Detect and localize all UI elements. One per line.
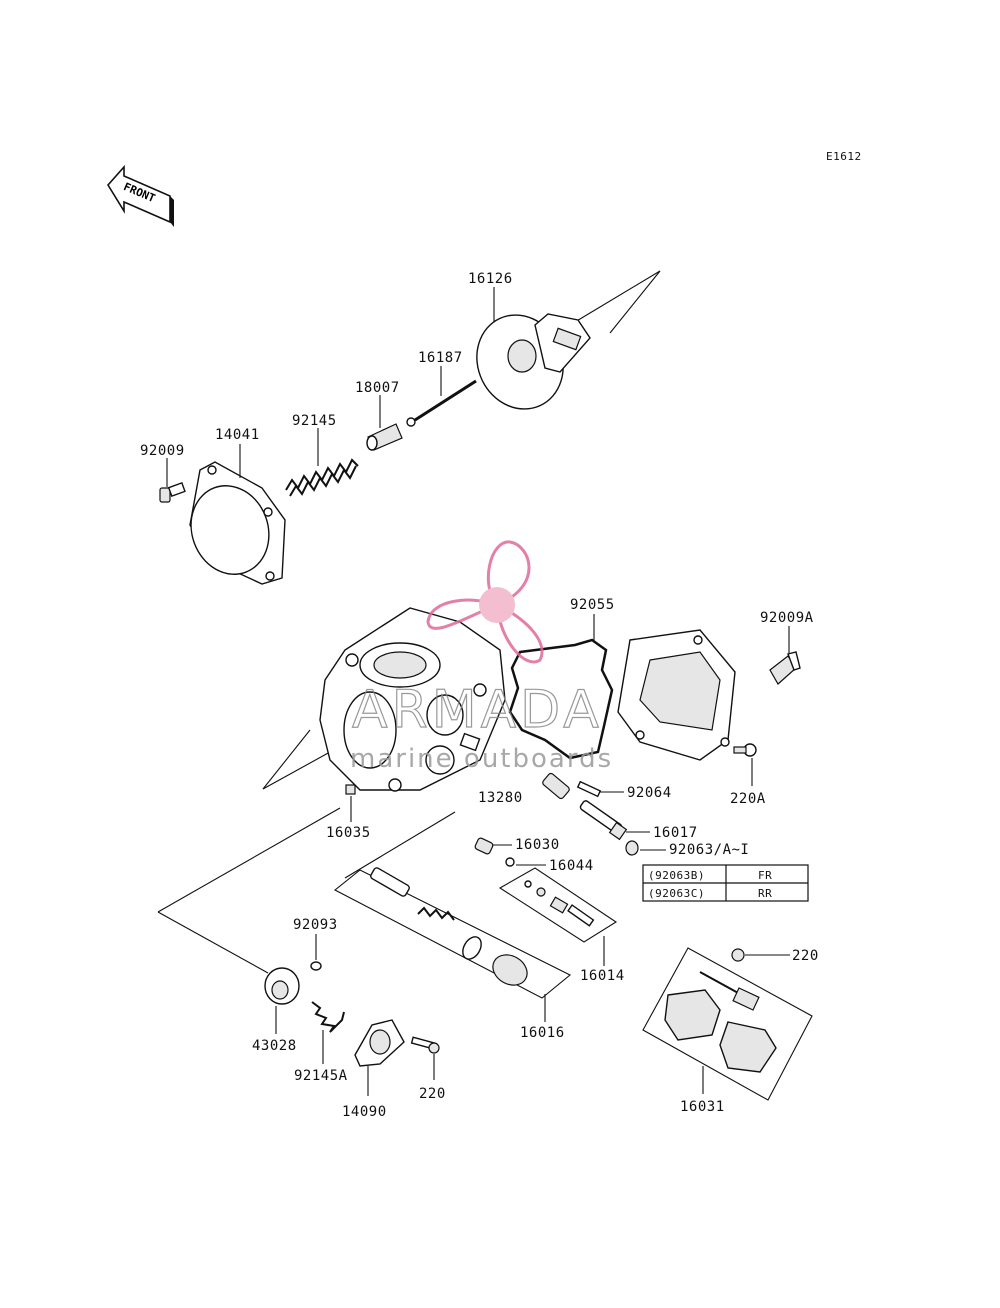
- kit-box-16014: [498, 867, 618, 943]
- part-label-14090: 14090: [342, 1104, 387, 1120]
- variant-table-part: (92063C): [648, 887, 705, 900]
- needle-holder-18007: [366, 423, 403, 451]
- part-label-16031: 16031: [680, 1099, 725, 1115]
- screw-92009A: [769, 651, 801, 685]
- spring-92145A: [311, 1001, 345, 1033]
- part-label-92063: 92063/A~I: [669, 842, 749, 858]
- screw-220A: [733, 743, 757, 757]
- part-label-14041: 14041: [215, 427, 260, 443]
- part-label-43028: 43028: [252, 1038, 297, 1054]
- kit-box-16031: [642, 947, 813, 1101]
- part-label-92093: 92093: [293, 917, 338, 933]
- part-label-16030: 16030: [515, 837, 560, 853]
- spring-92145: [285, 458, 359, 497]
- part-label-13280: 13280: [478, 790, 523, 806]
- part-label-16044: 16044: [549, 858, 594, 874]
- screw-220-bottom: [410, 1036, 440, 1054]
- part-92064: [542, 772, 602, 800]
- part-92063: [625, 840, 639, 856]
- diagram-code: E1612: [826, 150, 862, 163]
- part-label-220-bottom: 220: [419, 1086, 446, 1102]
- watermark-tagline: marine outboards: [350, 744, 613, 774]
- top-cover-14041: [189, 461, 286, 585]
- variant-table-position: RR: [758, 887, 772, 900]
- propeller-logo-icon: [426, 540, 544, 664]
- part-label-16016: 16016: [520, 1025, 565, 1041]
- part-label-16187: 16187: [418, 350, 463, 366]
- part-label-92064: 92064: [627, 785, 672, 801]
- part-label-92009: 92009: [140, 443, 185, 459]
- part-label-92009A: 92009A: [760, 610, 814, 626]
- axis-line: [262, 751, 331, 790]
- vacuum-piston-16126: [476, 313, 591, 410]
- axis-line: [157, 807, 341, 913]
- part-label-92145A: 92145A: [294, 1068, 348, 1084]
- watermark-brand: ARMADA: [352, 680, 603, 740]
- axis-line: [262, 729, 311, 790]
- part-label-92145: 92145: [292, 413, 337, 429]
- part-label-220-right: 220: [792, 948, 819, 964]
- gasket-92055: [508, 638, 614, 760]
- part-43028: [264, 967, 300, 1005]
- part-16035: [345, 784, 356, 795]
- part-label-18007: 18007: [355, 380, 400, 396]
- cover-14090: [354, 1019, 405, 1067]
- part-label-92055: 92055: [570, 597, 615, 613]
- part-label-16126: 16126: [468, 271, 513, 287]
- variant-table-part: (92063B): [648, 869, 705, 882]
- side-cover: [617, 629, 736, 761]
- part-16044: [505, 857, 515, 867]
- part-label-16017: 16017: [653, 825, 698, 841]
- carburetor-body-13280: [319, 607, 506, 792]
- part-16017: [579, 800, 628, 841]
- o-ring-92093: [310, 961, 322, 971]
- part-label-16014: 16014: [580, 968, 625, 984]
- axis-line: [157, 911, 269, 974]
- variant-table: (92063B) FR (92063C) RR: [642, 864, 809, 902]
- part-label-16035: 16035: [326, 825, 371, 841]
- part-label-220A: 220A: [730, 791, 766, 807]
- jet-needle-16187: [406, 379, 477, 427]
- axis-line: [609, 270, 661, 334]
- variant-table-position: FR: [758, 869, 772, 882]
- screw-92009: [159, 482, 186, 503]
- kit-box-16016: [333, 811, 572, 999]
- watermark: ARMADA marine outboards: [350, 540, 613, 774]
- axis-line: [344, 811, 456, 879]
- screw-220-right: [731, 948, 745, 962]
- front-arrow-icon: FRONT: [107, 164, 174, 227]
- part-16030: [474, 837, 494, 855]
- axis-line: [574, 270, 661, 323]
